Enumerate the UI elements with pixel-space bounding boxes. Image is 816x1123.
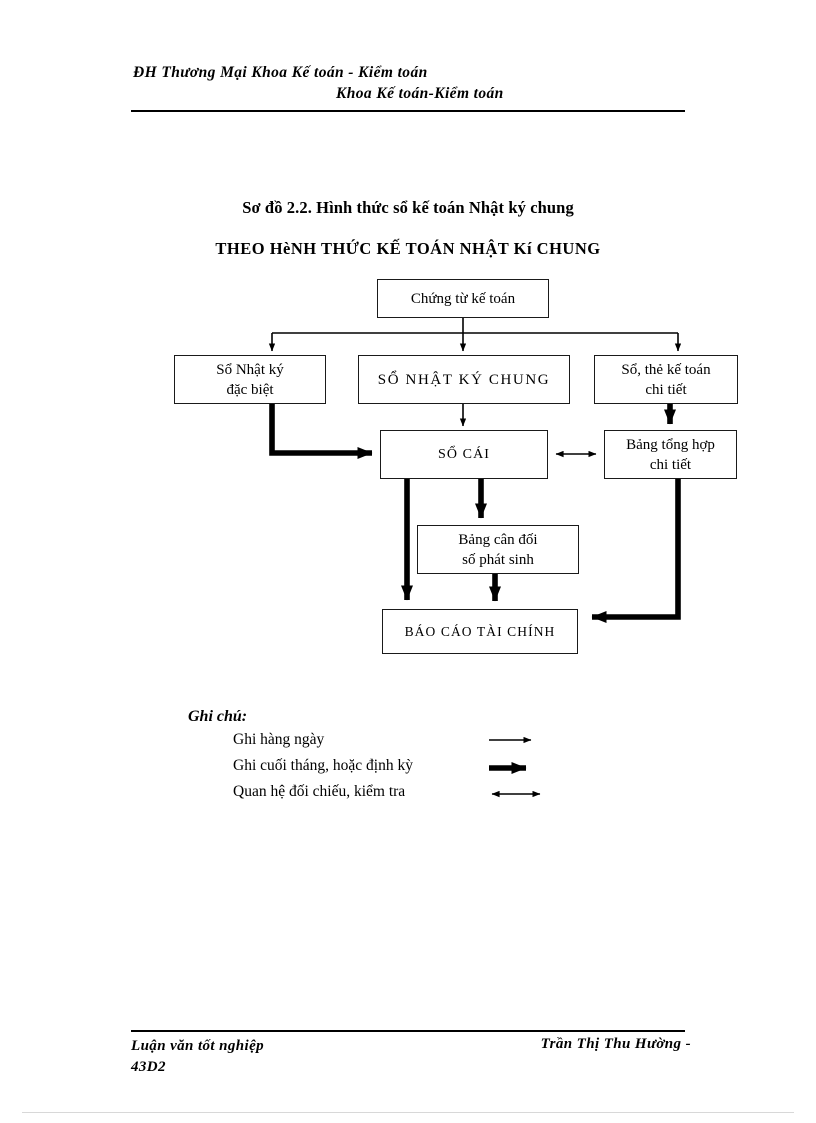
node-label-line-1: Bảng cân đối — [458, 531, 538, 548]
legend-label: Quan hệ đối chiếu, kiểm tra — [233, 783, 406, 800]
node-bao-cao-tai-chinh[interactable]: BÁO CÁO TÀI CHÍNH — [382, 609, 578, 654]
node-label-line-2: đặc biệt — [226, 381, 274, 398]
figure-subtitle: THEO HèNH THỨC KẾ TOÁN NHẬT Kí CHUNG — [215, 239, 601, 258]
node-label-line-2: số phát sinh — [462, 551, 534, 568]
node-so-the-ke-toan-chi-tiet[interactable]: Sổ, thẻ kế toán chi tiết — [594, 355, 738, 404]
scan-edge-artifact — [22, 1112, 794, 1113]
footer-rule — [131, 1030, 685, 1032]
header-rule — [131, 110, 685, 112]
connector-bangtonghop-baocao — [591, 479, 681, 623]
node-label-line-1: Sổ Nhật ký — [216, 361, 284, 378]
footer-right: Trần Thị Thu Hường - — [540, 1036, 691, 1052]
node-bang-can-doi-so-phat-sinh[interactable]: Bảng cân đối số phát sinh — [417, 525, 579, 574]
header-line-2: Khoa Kế toán-Kiểm toán — [336, 85, 504, 102]
connector-chungtu-bus — [268, 318, 682, 352]
footer-left: Luận văn tốt nghiệp 43D2 — [131, 1036, 264, 1078]
footer-left-line-2: 43D2 — [131, 1059, 166, 1075]
node-chung-tu-ke-toan[interactable]: Chứng từ kế toán — [377, 279, 549, 318]
node-label-line-2: chi tiết — [645, 381, 687, 398]
node-so-nhat-ky-chung[interactable]: SỔ NHẬT KÝ CHUNG — [358, 355, 570, 404]
legend-row: Ghi hàng ngày — [233, 731, 324, 749]
node-so-nhat-ky-dac-biet[interactable]: Sổ Nhật ký đặc biệt — [174, 355, 326, 404]
node-label-line-1: Bảng tổng hợp — [626, 436, 715, 453]
node-bang-tong-hop-chi-tiet[interactable]: Bảng tổng hợp chi tiết — [604, 430, 737, 479]
connector-nhatkydb-socai — [269, 404, 373, 459]
legend-row: Ghi cuối tháng, hoặc định kỳ — [233, 757, 413, 775]
node-label: Chứng từ kế toán — [410, 290, 516, 307]
node-label-line-2: chi tiết — [649, 456, 692, 473]
node-label: SỔ CÁI — [437, 446, 491, 462]
page-header: ĐH Thương Mại Khoa Kế toán - Kiểm toán K… — [131, 62, 685, 104]
node-label: BÁO CÁO TÀI CHÍNH — [404, 623, 556, 639]
footer-left-line-1: Luận văn tốt nghiệp — [131, 1038, 265, 1054]
legend-title: Ghi chú: — [188, 708, 248, 725]
legend-label: Ghi cuối tháng, hoặc định kỳ — [233, 757, 413, 774]
node-so-cai[interactable]: SỔ CÁI — [380, 430, 548, 479]
legend-row: Quan hệ đối chiếu, kiểm tra — [233, 783, 405, 801]
node-label-line-1: Sổ, thẻ kế toán — [621, 361, 711, 378]
header-line-1: ĐH Thương Mại Khoa Kế toán - Kiểm toán — [133, 64, 428, 81]
node-label: SỔ NHẬT KÝ CHUNG — [377, 371, 551, 388]
figure-caption: Sơ đồ 2.2. Hình thức sổ kế toán Nhật ký … — [242, 198, 574, 217]
legend-label: Ghi hàng ngày — [233, 731, 325, 748]
